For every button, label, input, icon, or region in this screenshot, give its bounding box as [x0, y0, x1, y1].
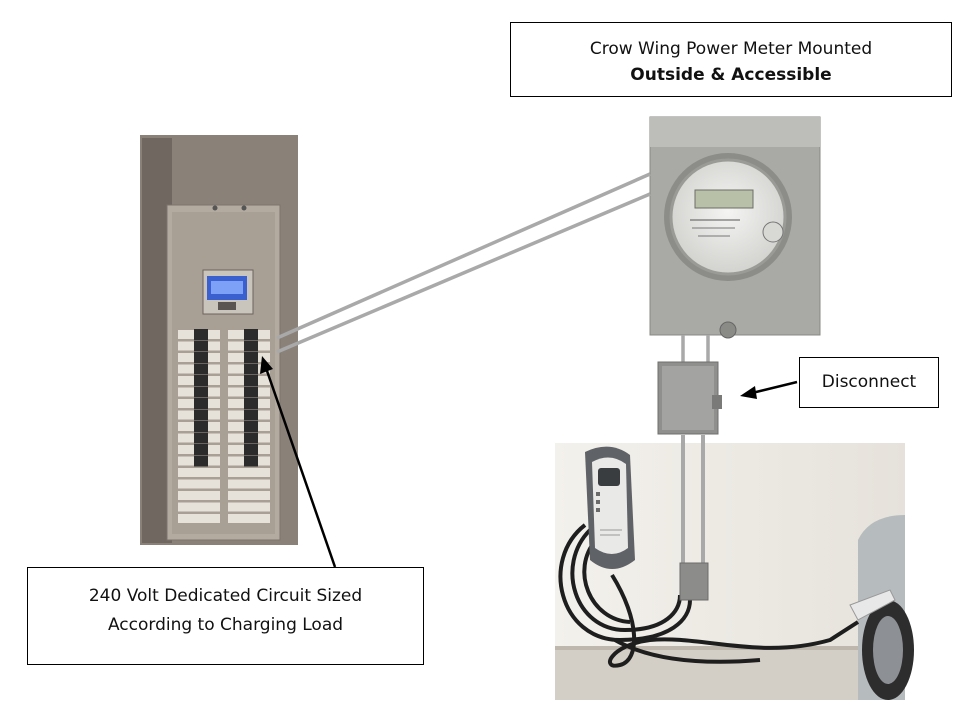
circuit-callout-line2: According to Charging Load — [107, 615, 344, 635]
breaker-switch — [194, 386, 208, 398]
breaker-switch — [244, 386, 258, 398]
breaker-switch — [194, 432, 208, 444]
breaker-switch — [244, 455, 258, 467]
breaker-slot — [228, 502, 270, 512]
breaker-switch — [194, 455, 208, 467]
breaker-switch — [194, 340, 208, 352]
breaker-slot — [178, 491, 220, 500]
breaker-switch — [244, 444, 258, 455]
disconnect-box-photo — [657, 361, 722, 435]
breaker-slot — [228, 491, 270, 500]
charger-unit — [585, 446, 635, 569]
breaker-switch — [244, 352, 258, 363]
charger-cable — [558, 523, 860, 668]
breaker-switch — [194, 409, 208, 421]
breaker-slot — [178, 514, 220, 523]
main-breaker-display — [202, 269, 254, 315]
breaker-switch — [194, 329, 208, 340]
breaker-rows — [178, 329, 270, 523]
breaker-slot — [178, 479, 220, 489]
meter-callout-line2: Outside & Accessible — [630, 65, 832, 85]
breaker-switch — [244, 409, 258, 421]
breaker-switch — [244, 375, 258, 386]
circuit-callout: 240 Volt Dedicated Circuit Sized Accordi… — [27, 567, 424, 665]
power-meter-photo — [649, 116, 821, 339]
breaker-switch — [194, 375, 208, 386]
breaker-slot — [178, 468, 220, 477]
breaker-switch — [244, 432, 258, 444]
arrow-to-disconnect — [740, 380, 798, 399]
breaker-slot — [228, 479, 270, 489]
disconnect-callout-text: Disconnect — [821, 372, 917, 392]
breaker-switch — [244, 363, 258, 375]
circuit-callout-line1: 240 Volt Dedicated Circuit Sized — [88, 586, 363, 606]
breaker-switch — [194, 363, 208, 375]
ev-charger-photo — [555, 435, 914, 700]
breaker-switch — [244, 329, 258, 340]
disconnect-callout: Disconnect — [799, 357, 939, 408]
arrow-to-breaker — [260, 356, 337, 568]
conduit-meter-to-charger — [681, 335, 710, 365]
breaker-switch — [244, 340, 258, 352]
breaker-switch — [194, 421, 208, 432]
breaker-switch — [194, 398, 208, 409]
breaker-switch — [194, 352, 208, 363]
breaker-slot — [228, 514, 270, 523]
breaker-switch — [244, 421, 258, 432]
meter-callout-line1: Crow Wing Power Meter Mounted — [589, 39, 873, 59]
breaker-switch — [194, 444, 208, 455]
electrical-panel-photo — [140, 135, 298, 545]
conduit-panel-to-meter — [276, 172, 651, 354]
meter-callout: Crow Wing Power Meter Mounted Outside & … — [510, 22, 952, 97]
breaker-slot — [228, 468, 270, 477]
breaker-slot — [178, 502, 220, 512]
breaker-switch — [244, 398, 258, 409]
